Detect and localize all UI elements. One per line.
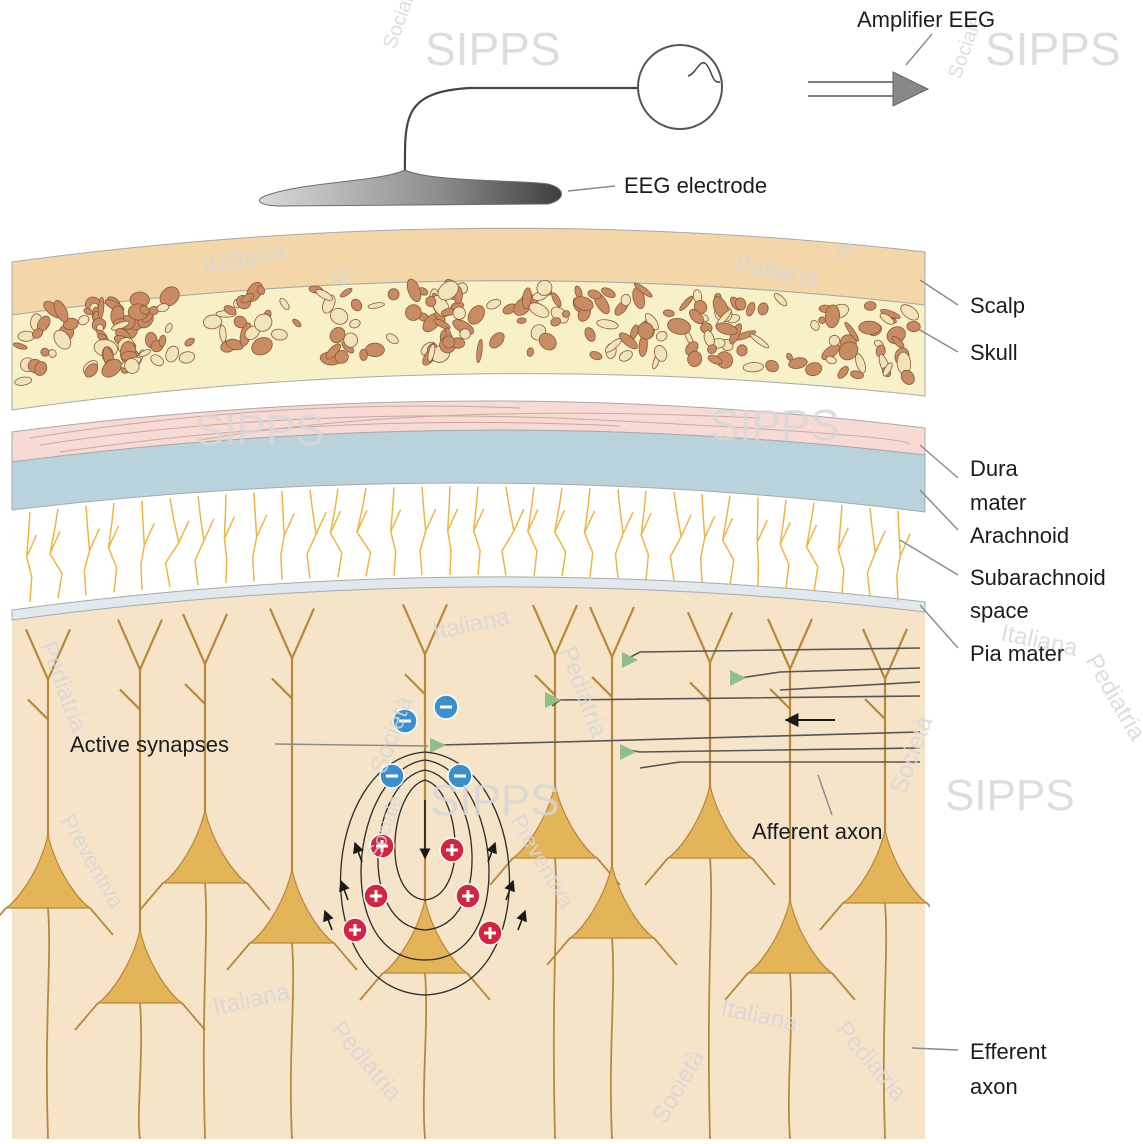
label-efferent-line2: axon: [970, 1074, 1018, 1099]
watermark-text: Pediatria: [1080, 650, 1143, 746]
watermark-text: SIPPS: [710, 401, 840, 450]
capillary: [253, 493, 267, 582]
capillary: [897, 511, 911, 601]
positive-charge: [456, 884, 480, 908]
capillary: [670, 492, 691, 581]
positive-charge: [364, 884, 388, 908]
capillary: [307, 490, 326, 579]
capillary: [641, 491, 651, 580]
label-dura-line2: mater: [970, 490, 1026, 515]
bone-granule: [621, 294, 631, 306]
label-amplifier: Amplifier EEG: [857, 7, 995, 32]
capillary: [84, 506, 99, 596]
capillary: [502, 487, 524, 576]
capillary: [195, 496, 214, 585]
capillary: [780, 500, 790, 589]
watermark-text: SIPPS: [985, 23, 1121, 75]
capillary: [50, 509, 62, 599]
positive-charge: [440, 838, 464, 862]
bone-granule: [864, 301, 876, 310]
watermark-text: Sociale: [379, 0, 422, 52]
capillary: [838, 505, 848, 595]
label-scalp: Scalp: [970, 293, 1025, 318]
positive-charge: [343, 918, 367, 942]
watermark-text: SIPPS: [425, 23, 561, 75]
capillary: [357, 488, 371, 577]
label-subarachnoid-line1: Subarachnoid: [970, 565, 1106, 590]
label-active-synapses: Active synapses: [70, 732, 229, 757]
capillary: [420, 487, 436, 576]
watermark-text: SIPPS: [945, 771, 1075, 820]
capillary: [391, 487, 401, 576]
capillary: [331, 489, 342, 578]
label-efferent-line1: Efferent: [970, 1039, 1047, 1064]
capillary: [141, 501, 154, 590]
label-afferent-axon: Afferent axon: [752, 819, 882, 844]
capillary: [166, 498, 189, 587]
watermark-text: SIPPS: [430, 776, 560, 825]
bone-granule: [858, 321, 880, 335]
watermark-text: SIPPS: [195, 406, 325, 455]
capillary: [448, 487, 458, 576]
electrode-cable: [405, 88, 648, 180]
bone-granule: [737, 345, 748, 357]
capillary: [555, 488, 566, 577]
capillary: [281, 491, 294, 580]
capillary: [27, 512, 37, 602]
positive-charge: [478, 921, 502, 945]
label-dura-line1: Dura: [970, 456, 1018, 481]
cortex-layer: [12, 585, 925, 1139]
capillary: [616, 489, 634, 578]
capillary: [224, 494, 234, 583]
negative-charge: [434, 695, 458, 719]
label-subarachnoid-line2: space: [970, 598, 1029, 623]
capillary: [807, 502, 818, 591]
capillary: [867, 508, 885, 598]
label-arachnoid: Arachnoid: [970, 523, 1069, 548]
bone-granule: [360, 349, 368, 360]
bone-granule: [365, 343, 384, 356]
capillary: [723, 496, 734, 585]
capillary: [585, 488, 595, 577]
label-electrode: EEG electrode: [624, 173, 767, 198]
eeg-electrode: [259, 170, 561, 206]
capillary: [474, 487, 484, 576]
capillary: [528, 487, 538, 575]
label-pia-mater: Pia mater: [970, 641, 1064, 666]
amplifier-output-arrow: [808, 72, 928, 106]
eeg-recording-setup: [259, 45, 928, 206]
amplifier-circle: [638, 45, 722, 129]
label-skull: Skull: [970, 340, 1018, 365]
capillary: [109, 503, 119, 592]
capillary: [757, 498, 767, 587]
bone-granule: [517, 317, 527, 324]
capillary: [701, 494, 715, 583]
